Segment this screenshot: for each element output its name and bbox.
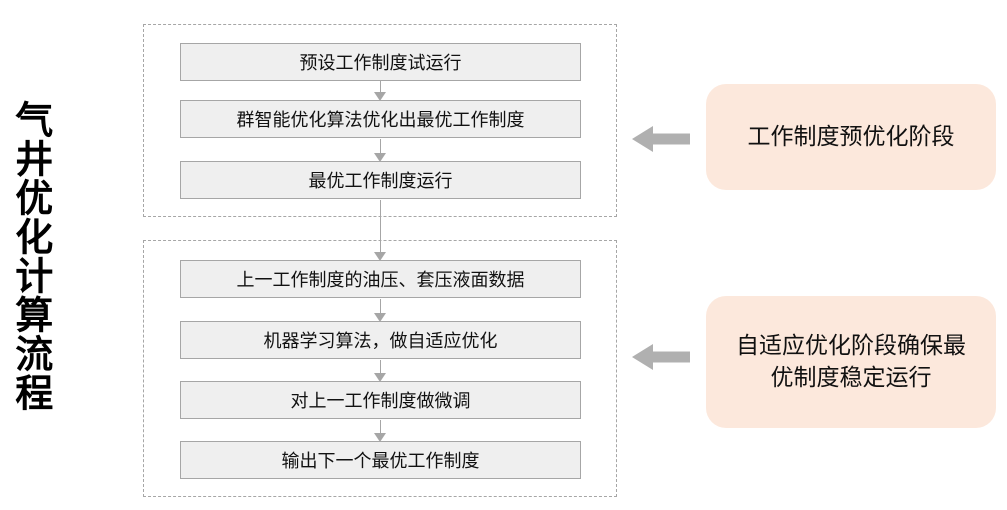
step-swarm-optimization: 群智能优化算法优化出最优工作制度 [180, 100, 581, 138]
down-arrow-icon [374, 420, 387, 442]
left-block-arrow-icon [632, 342, 690, 372]
down-arrow-icon [374, 360, 387, 382]
step-optimal-regime-run: 最优工作制度运行 [180, 161, 581, 199]
stage-label-pre-optimization: 工作制度预优化阶段 [706, 84, 996, 190]
step-machine-learning-adaptive: 机器学习算法，做自适应优化 [180, 321, 581, 359]
down-arrow-icon [374, 139, 387, 162]
down-arrow-icon [374, 81, 387, 101]
left-block-arrow-icon [632, 124, 690, 154]
diagram-title: 气井优化计算流程 [8, 100, 53, 412]
stage-label-adaptive-optimization: 自适应优化阶段确保最优制度稳定运行 [706, 296, 996, 428]
down-arrow-icon [374, 299, 387, 322]
down-arrow-icon [374, 200, 387, 261]
step-previous-regime-data: 上一工作制度的油压、套压液面数据 [180, 260, 581, 298]
step-output-next-optimal: 输出下一个最优工作制度 [180, 441, 581, 479]
step-fine-tune-regime: 对上一工作制度做微调 [180, 381, 581, 419]
step-preset-trial-run: 预设工作制度试运行 [180, 43, 581, 81]
